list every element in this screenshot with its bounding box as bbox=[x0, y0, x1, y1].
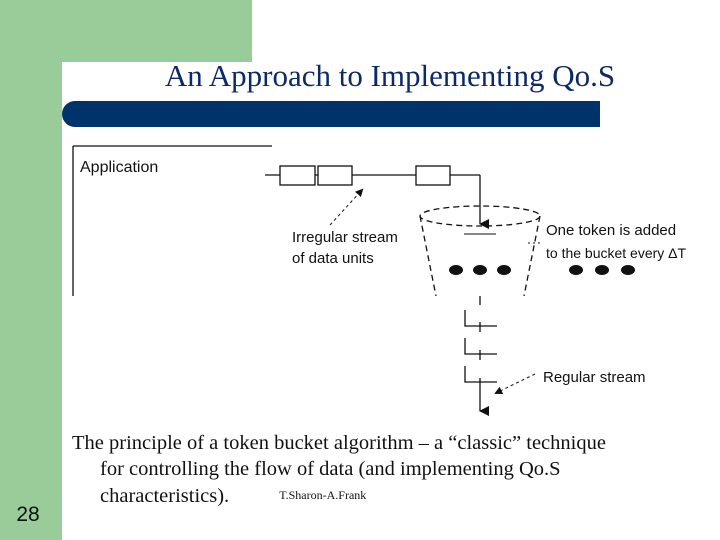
regular-unit-bracket bbox=[464, 366, 497, 383]
irregular-pointer-line bbox=[329, 188, 364, 226]
data-unit-packet bbox=[415, 165, 451, 186]
author-credit: T.Sharon-A.Frank bbox=[279, 488, 367, 502]
sidebar-decoration bbox=[0, 0, 62, 540]
token-dot bbox=[497, 265, 511, 275]
bucket-left-wall bbox=[419, 215, 437, 297]
regular-pointer-line bbox=[494, 373, 536, 394]
token-dot-incoming bbox=[595, 265, 609, 275]
page-number: 28 bbox=[16, 503, 40, 526]
caption-line-1: The principle of a token bucket algorith… bbox=[72, 432, 606, 454]
data-unit-packet bbox=[279, 165, 316, 186]
title-bar bbox=[62, 101, 600, 127]
caption-line-2: for controlling the flow of data (and im… bbox=[100, 458, 561, 480]
slide-caption: The principle of a token bucket algorith… bbox=[72, 430, 712, 509]
top-band-decoration bbox=[0, 0, 252, 62]
token-dot bbox=[449, 265, 463, 275]
token-dot-incoming bbox=[621, 265, 635, 275]
token-label-line1: One token is added bbox=[546, 222, 676, 239]
regular-unit-bracket bbox=[464, 338, 497, 355]
regular-stream-label: Regular stream bbox=[543, 369, 646, 386]
application-label: Application bbox=[80, 159, 158, 176]
token-dot-incoming bbox=[569, 265, 583, 275]
token-dot bbox=[473, 265, 487, 275]
slide-title: An Approach to Implementing Qo.S bbox=[164, 58, 616, 93]
caption-line-3: characteristics). T.Sharon-A.Frank bbox=[72, 482, 712, 509]
regular-unit-bracket bbox=[464, 310, 497, 327]
irregular-stream-label-line2: of data units bbox=[292, 250, 374, 267]
irregular-stream-label-line1: Irregular stream bbox=[292, 229, 398, 246]
bucket-right-wall bbox=[523, 215, 541, 297]
caption-line-3-text: characteristics). bbox=[100, 485, 230, 507]
data-unit-packet bbox=[317, 165, 353, 186]
token-label-line2: to the bucket every ΔT bbox=[546, 245, 687, 261]
